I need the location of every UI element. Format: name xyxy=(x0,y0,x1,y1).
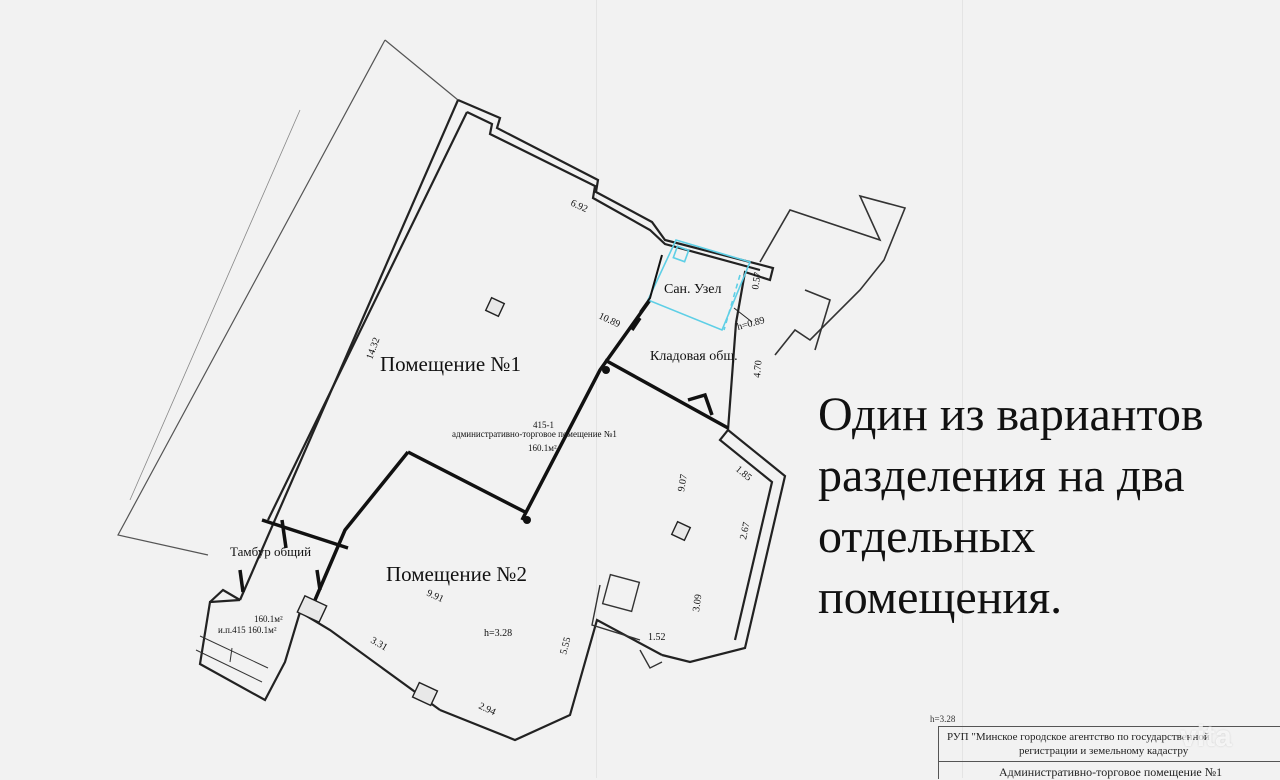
room-code: 415-1 xyxy=(533,420,554,430)
dim-9-07: 9.07 xyxy=(676,473,690,492)
bathroom-wall xyxy=(639,254,663,313)
side-area: 160.1м² xyxy=(254,614,283,624)
wall-columns xyxy=(296,296,692,707)
dim-1-52: 1.52 xyxy=(648,632,666,643)
caption-line: помещения. xyxy=(818,571,1063,624)
title-block-agency: РУП "Минское городское агентство по госу… xyxy=(947,731,1210,743)
bathroom-label: Сан. Узел xyxy=(664,282,721,297)
title-block-object: Административно-торговое помещение №1 xyxy=(999,765,1223,779)
title-block-divider xyxy=(939,761,1280,762)
room2-label: Помещение №2 xyxy=(386,562,527,586)
site-boundary-line xyxy=(384,39,459,101)
site-hatch-line xyxy=(129,109,301,501)
bathroom-outline xyxy=(646,239,752,332)
wall-node xyxy=(523,516,531,524)
partition-walls xyxy=(238,298,729,601)
dim-9-91: 9.91 xyxy=(425,588,446,605)
title-block-agency-cont: регистрации и земельному кадастру xyxy=(1019,745,1189,757)
title-block: РУП "Минское городское агентство по госу… xyxy=(938,726,1280,779)
dim-4-70: 4.70 xyxy=(752,360,764,378)
dim-6-92: 6.92 xyxy=(569,198,590,215)
bathroom-height: h=0.89 xyxy=(736,315,766,333)
wall-node xyxy=(602,366,610,374)
site-boundary xyxy=(117,39,386,556)
ceiling-height: h=3.28 xyxy=(484,628,512,639)
caption-line: разделения на два xyxy=(818,449,1185,502)
variant-caption: Один из вариантов разделения на два отде… xyxy=(818,384,1278,628)
dim-1-85: 1.85 xyxy=(733,464,753,484)
caption-line: Один из вариантов xyxy=(818,388,1204,441)
room-description: административно-торговое помещение №1 xyxy=(452,429,617,439)
paper-fold-line xyxy=(596,0,598,778)
dimension-leader xyxy=(733,307,753,323)
side-area-total: и.п.415 160.1м² xyxy=(218,625,277,635)
storage-label: Кладовая общ. xyxy=(650,349,738,364)
watermark-logo: vita xyxy=(1180,720,1232,753)
dim-10-89: 10.89 xyxy=(597,311,622,330)
dim-3-09: 3.09 xyxy=(691,594,704,613)
dim-2-67: 2.67 xyxy=(738,521,752,540)
vestibule-label: Тамбур общий xyxy=(230,544,311,559)
dim-5-55: 5.55 xyxy=(558,636,573,656)
lower-annex xyxy=(591,573,663,669)
caption-line: отдельных xyxy=(818,510,1036,563)
entrance-steps xyxy=(195,635,269,683)
room-area: 160.1м² xyxy=(528,443,557,453)
stamp-height: h=3.28 xyxy=(930,714,956,724)
paper-fold-line xyxy=(962,0,964,778)
dim-3-31: 3.31 xyxy=(369,635,390,653)
building-outer-walls xyxy=(198,98,787,742)
dimension-labels: 14.32 6.92 0.57 10.89 4.70 9.07 1.85 2.6… xyxy=(364,198,764,718)
dim-2-94: 2.94 xyxy=(477,701,498,718)
room1-label: Помещение №1 xyxy=(380,352,521,376)
annex-walls xyxy=(759,194,907,356)
dim-0-57: 0.57 xyxy=(750,271,764,290)
